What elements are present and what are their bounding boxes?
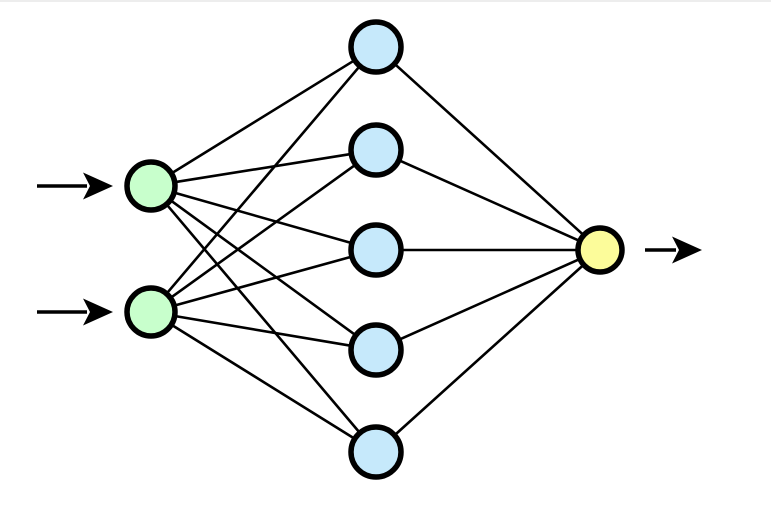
edge-i1-h1 (171, 59, 355, 174)
edge-i2-h4 (174, 314, 352, 347)
node-o1[interactable] (575, 225, 625, 275)
node-i2[interactable] (124, 285, 178, 339)
node-i1[interactable] (124, 159, 178, 213)
input-arrow-bottom-head (83, 298, 113, 326)
node-h1[interactable] (348, 19, 404, 75)
edge-i1-h3 (174, 191, 352, 245)
node-h5[interactable] (348, 424, 404, 480)
edge-h4-o1 (398, 258, 580, 341)
edge-i2-h5 (171, 324, 355, 440)
edge-h1-o1 (394, 63, 584, 236)
top-hairline-divider (0, 0, 771, 2)
edge-h2-o1 (398, 159, 580, 242)
edge-i2-h3 (174, 255, 352, 307)
edge-i2-h1 (166, 65, 361, 294)
node-h2[interactable] (348, 122, 404, 178)
io-arrows-group (37, 172, 702, 326)
edge-i1-h4 (170, 199, 356, 336)
input-arrow-top-head (83, 172, 113, 200)
edge-i2-h2 (170, 164, 356, 299)
node-h3[interactable] (348, 222, 404, 278)
edge-i1-h5 (166, 204, 361, 434)
nodes-group (124, 19, 625, 480)
node-h4[interactable] (348, 322, 404, 378)
output-arrow (645, 236, 702, 264)
input-arrow-top (37, 172, 113, 200)
output-arrow-head (672, 236, 702, 264)
edge-i1-h2 (174, 152, 352, 184)
input-arrow-bottom (37, 298, 113, 326)
edges-group (166, 59, 584, 440)
edge-h5-o1 (394, 264, 584, 436)
